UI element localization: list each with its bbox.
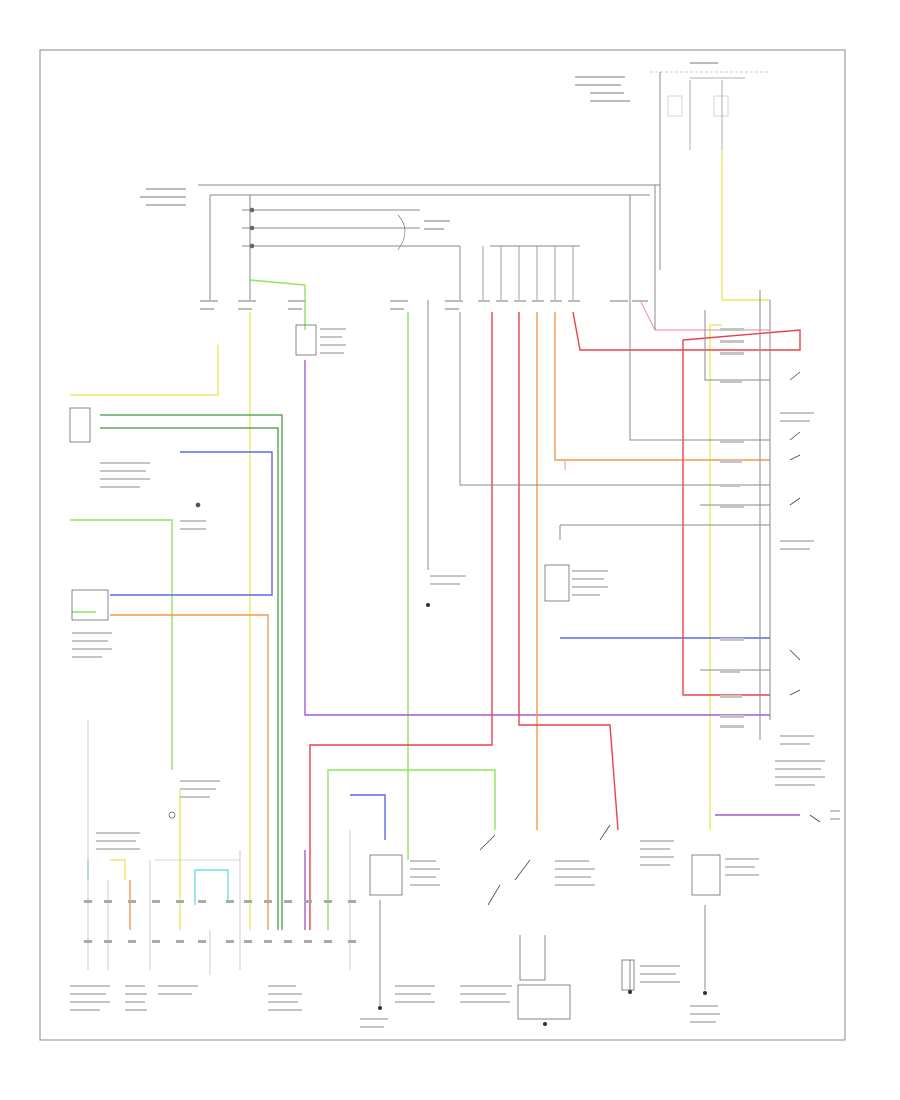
wire-orange: [110, 312, 770, 930]
top-relay: [249, 207, 450, 251]
connector-pin-labels: [200, 300, 648, 310]
wire-red: [309, 311, 801, 930]
bottom-stubs: [87, 720, 351, 975]
wire-cyan: [87, 860, 229, 905]
relay-component: [295, 324, 721, 1020]
fuse-drops: [482, 246, 574, 300]
wire-violet: [304, 360, 800, 930]
bottom-switch: [479, 824, 611, 906]
power-bus: [198, 72, 661, 300]
wire-gray: [379, 290, 771, 1010]
bus-label: [140, 188, 186, 206]
right-panel-switches: [789, 371, 821, 823]
top-fuse-block: [575, 62, 770, 150]
wire-yellow: [70, 150, 770, 930]
wire-dark-green: [100, 414, 283, 930]
bottom-connector-row: [84, 900, 356, 943]
right-connector-tags: [720, 328, 744, 728]
left-sensors: [69, 407, 201, 819]
diagram-border: [39, 49, 846, 1041]
bottom-labels: [70, 985, 720, 1028]
wire-pink: [564, 299, 770, 470]
ground-symbols: [378, 603, 707, 1026]
wire-light-green: [70, 279, 496, 930]
component-label-strips: [72, 328, 840, 1003]
